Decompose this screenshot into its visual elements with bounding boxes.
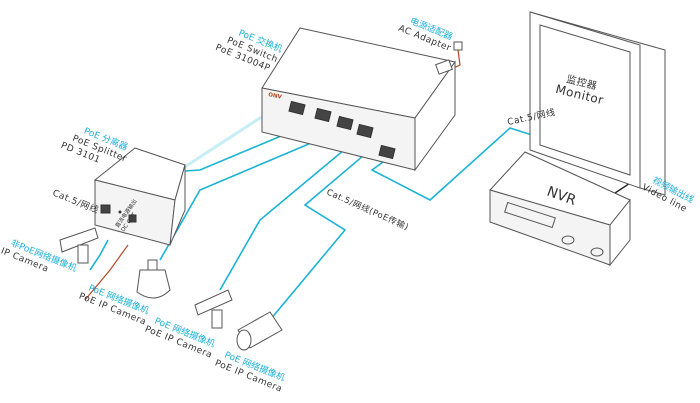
adapter-label: 电源适配器 AC Adapter xyxy=(397,15,455,54)
splitter-lan-port[interactable] xyxy=(100,204,111,214)
cable-switch-to-box-camera xyxy=(219,131,371,291)
dome-camera-icon xyxy=(136,259,171,299)
ac-adapter-icon xyxy=(435,59,453,75)
wall-outlet-icon xyxy=(453,41,463,51)
monitor: 监控器 Monitor xyxy=(529,11,666,196)
poe-switch[interactable]: ONV xyxy=(261,27,456,172)
switch-port-3[interactable] xyxy=(336,115,354,131)
switch-port-1[interactable] xyxy=(288,100,306,116)
switch-port-2[interactable] xyxy=(314,107,332,123)
dc-power-cable xyxy=(84,244,129,301)
switch-port-4[interactable] xyxy=(356,123,374,139)
camera-label-3: PoE 网络摄像机 PoE IP Camera xyxy=(143,315,217,361)
switch-label: PoE 交换机 PoE Switch PoE 31004P xyxy=(214,27,284,74)
camera-label-4: PoE 网络摄像机 PoE IP Camera xyxy=(213,349,287,395)
bullet-camera-icon xyxy=(236,311,283,351)
ip-camera-icon xyxy=(59,227,99,264)
switch-uplink-port[interactable] xyxy=(378,144,396,160)
nvr: NVR xyxy=(489,151,631,267)
cable-splitter-to-ip-camera xyxy=(89,239,109,271)
switch-brand: ONV xyxy=(268,92,283,101)
cable-label-splitter: Cat.5/网线 xyxy=(51,187,101,216)
box-camera-icon xyxy=(194,289,233,329)
poe-splitter: 直流电源输出 DC OUT xyxy=(93,147,186,246)
ac-adapter xyxy=(435,41,463,75)
splitter-dc-port[interactable] xyxy=(128,214,137,223)
cable-switch-to-bullet-camera xyxy=(269,139,391,321)
